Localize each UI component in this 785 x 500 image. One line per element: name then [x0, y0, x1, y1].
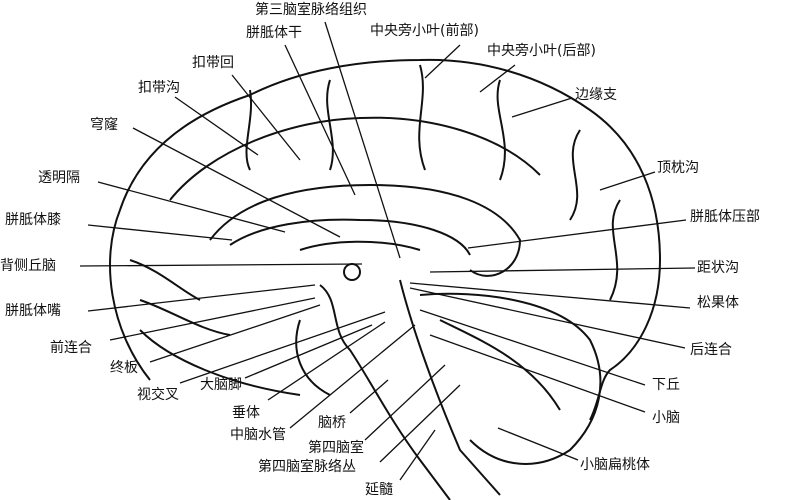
leader-line [174, 96, 259, 156]
leader-line [399, 429, 436, 481]
leader-line [364, 364, 446, 441]
label-pons: 脑桥 [318, 415, 346, 431]
leader-lines [79, 21, 696, 481]
label-genu: 胼胝体膝 [5, 212, 61, 228]
leader-line [424, 44, 461, 79]
leader-line [497, 427, 579, 461]
leader-line [109, 297, 316, 341]
label-pineal-body: 松果体 [697, 295, 739, 311]
leader-line [244, 324, 373, 379]
leader-line [479, 64, 516, 93]
label-paracentral-lobule-anterior: 中央旁小叶(前部) [370, 23, 479, 39]
label-septum-pellucidum: 透明隔 [38, 170, 80, 186]
leader-line [97, 181, 286, 233]
label-splenium: 胼胝体压部 [690, 209, 760, 225]
label-calcarine-sulcus: 距状沟 [697, 260, 739, 276]
brain-outline [109, 58, 662, 500]
leader-line [419, 309, 646, 386]
leader-line [149, 304, 321, 363]
leader-line [409, 282, 691, 309]
leader-line [289, 324, 416, 429]
label-lamina-terminalis: 终板 [110, 360, 138, 376]
label-anterior-commissure: 前连合 [50, 340, 92, 356]
leader-line [87, 224, 233, 241]
label-posterior-commissure: 后连合 [690, 342, 732, 358]
leader-line [231, 74, 301, 161]
leader-line [467, 219, 687, 249]
leader-line [132, 127, 341, 238]
leader-line [284, 44, 356, 196]
label-marginal-branch: 边缘支 [575, 87, 617, 103]
label-paracentral-lobule-posterior: 中央旁小叶(后部) [487, 43, 596, 59]
label-optic-chiasm: 视交叉 [137, 387, 179, 403]
label-parieto-occipital-sulcus: 顶枕沟 [657, 160, 699, 176]
leader-line [511, 97, 573, 118]
leader-line [429, 267, 696, 273]
leader-line [179, 311, 386, 384]
label-fourth-ventricle: 第四脑室 [308, 440, 364, 456]
leader-line [324, 21, 401, 259]
leader-line [79, 263, 363, 267]
label-corpus-callosum-trunk: 胼胝体干 [246, 25, 302, 41]
label-cingulate-sulcus: 扣带沟 [138, 80, 180, 96]
label-inferior-colliculus: 下丘 [652, 377, 680, 393]
label-cerebellar-tonsil: 小脑扁桃体 [580, 457, 650, 473]
label-fornix: 穹窿 [90, 117, 118, 133]
label-cerebral-aqueduct: 中脑水管 [230, 427, 286, 443]
leader-line [409, 287, 686, 349]
leader-line [349, 379, 389, 414]
label-cingulate-gyrus: 扣带回 [192, 55, 234, 71]
label-cerebellum: 小脑 [652, 410, 680, 426]
label-choroid-plexus-fourth-ventricle: 第四脑室脉络丛 [258, 459, 356, 475]
label-medulla-oblongata: 延髓 [365, 482, 393, 498]
label-dorsal-thalamus: 背侧丘脑 [0, 258, 56, 274]
leader-line [429, 334, 646, 413]
leader-line [87, 284, 316, 312]
leader-line [599, 171, 656, 191]
leader-line [379, 384, 461, 463]
label-hypophysis: 垂体 [232, 405, 260, 421]
label-rostrum: 胼胝体嘴 [5, 303, 61, 319]
label-cerebral-peduncle: 大脑脚 [200, 377, 242, 393]
leader-line [267, 321, 386, 401]
label-choroid-tela-third-ventricle: 第三脑室脉络组织 [255, 2, 367, 18]
